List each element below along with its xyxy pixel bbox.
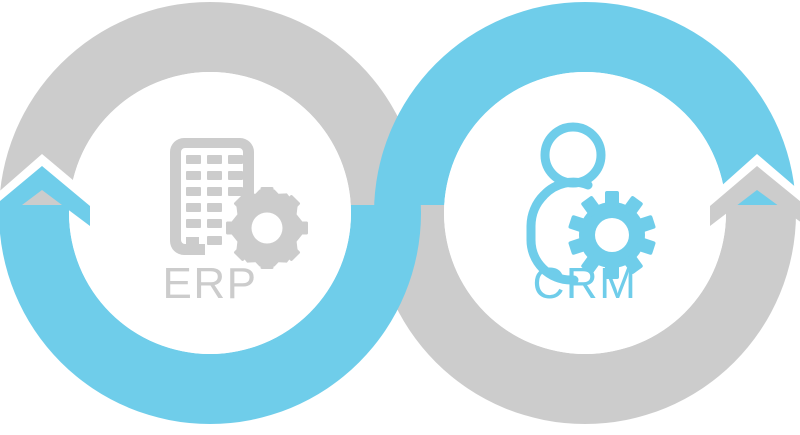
left-arrow-icon	[0, 154, 92, 226]
erp-label: ERP	[163, 259, 258, 308]
building-gear-icon	[170, 138, 308, 269]
crm-label: CRM	[533, 259, 638, 308]
right-arrow-icon	[710, 154, 800, 226]
crm-inner-disc	[444, 72, 726, 354]
person-gear-icon	[526, 122, 656, 285]
erp-inner-disc	[69, 72, 351, 354]
